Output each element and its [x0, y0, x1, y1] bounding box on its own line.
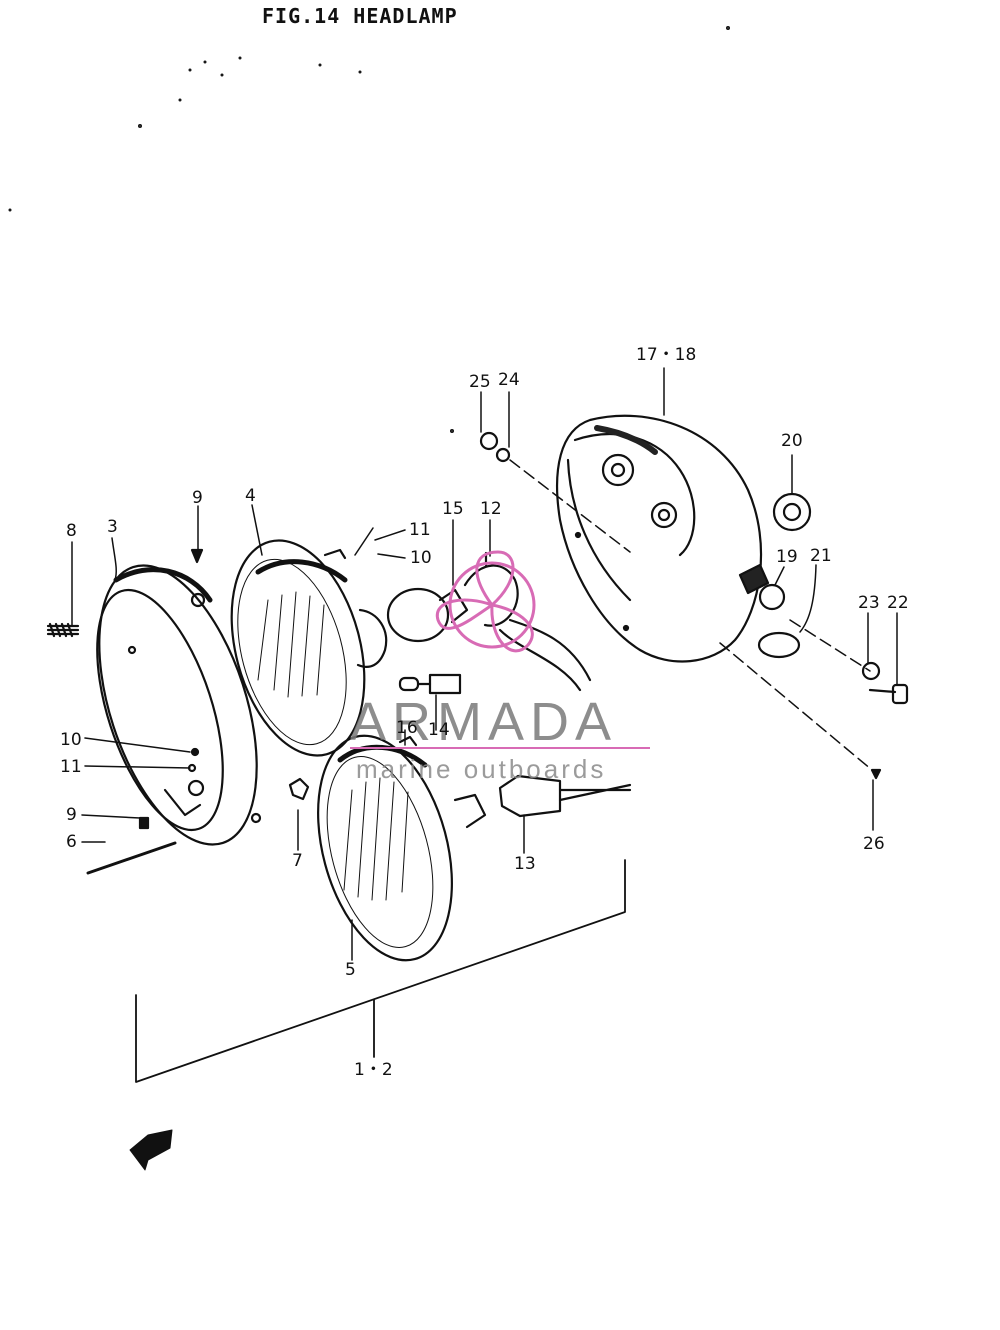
wiring-connector — [498, 774, 632, 818]
front-direction-arrow — [129, 1129, 173, 1171]
callout-10-lower: 10 — [60, 730, 82, 750]
callout-17-18: 17・18 — [636, 345, 696, 365]
grommet-upper-hole — [782, 502, 802, 522]
sealed-beam-unit-upper — [230, 539, 388, 757]
callout-12: 12 — [480, 499, 502, 519]
callout-labels: 17・18 25 24 20 9 4 11 10 15 12 8 3 19 21… — [60, 345, 909, 1080]
callout-24: 24 — [498, 370, 520, 390]
callout-11-lower: 11 — [60, 757, 82, 777]
callout-25: 25 — [469, 372, 491, 392]
spring-clip — [288, 777, 310, 801]
callout-6: 6 — [66, 832, 77, 852]
callout-11-upper: 11 — [409, 520, 431, 540]
exploded-view-axes — [509, 459, 873, 771]
nut — [479, 431, 499, 451]
scan-specks — [8, 26, 730, 433]
callout-4: 4 — [245, 486, 256, 506]
callout-9-upper: 9 — [192, 488, 203, 508]
mounting-rod — [86, 841, 177, 875]
watermark-tagline: marine outboards — [356, 754, 606, 784]
watermark-logo-mark — [435, 550, 536, 653]
callout-14: 14 — [428, 720, 450, 740]
headlamp-housing-shell — [555, 414, 770, 663]
callout-19: 19 — [776, 547, 798, 567]
callout-26: 26 — [863, 834, 885, 854]
figure-title: FIG.14 HEADLAMP — [262, 4, 458, 28]
callout-13: 13 — [514, 854, 536, 874]
callout-7: 7 — [292, 851, 303, 871]
pilot-lamp-bulb — [398, 676, 432, 692]
screw-lower — [138, 816, 150, 830]
callout-8: 8 — [66, 521, 77, 541]
mounting-bolt — [868, 683, 909, 705]
callout-3: 3 — [107, 517, 118, 537]
headlamp-bulb — [386, 587, 469, 643]
bulb-socket — [463, 551, 592, 692]
leader-lines — [71, 367, 898, 961]
callout-16: 16 — [396, 718, 418, 738]
washer-bolt — [861, 661, 881, 681]
grommet-upper — [772, 492, 812, 532]
headlamp-lens-unit — [317, 734, 487, 962]
grommet-small — [758, 583, 786, 611]
callout-10-upper: 10 — [410, 548, 432, 568]
callout-15: 15 — [442, 499, 464, 519]
pilot-lamp-holder — [428, 673, 462, 695]
callout-20: 20 — [781, 431, 803, 451]
callout-9-lower: 9 — [66, 805, 77, 825]
assembly-bracket — [135, 859, 626, 1083]
adjusting-screw — [46, 622, 80, 638]
callout-22: 22 — [887, 593, 909, 613]
screw-upper — [190, 548, 204, 564]
callout-23: 23 — [858, 593, 880, 613]
small-screw-bottom — [870, 768, 882, 780]
washer-small — [495, 447, 511, 463]
callout-21: 21 — [810, 546, 832, 566]
grommet-large — [757, 631, 801, 659]
watermark-brand: ARMADA — [350, 692, 617, 752]
callout-5: 5 — [345, 960, 356, 980]
callout-1-2: 1・2 — [354, 1060, 393, 1080]
